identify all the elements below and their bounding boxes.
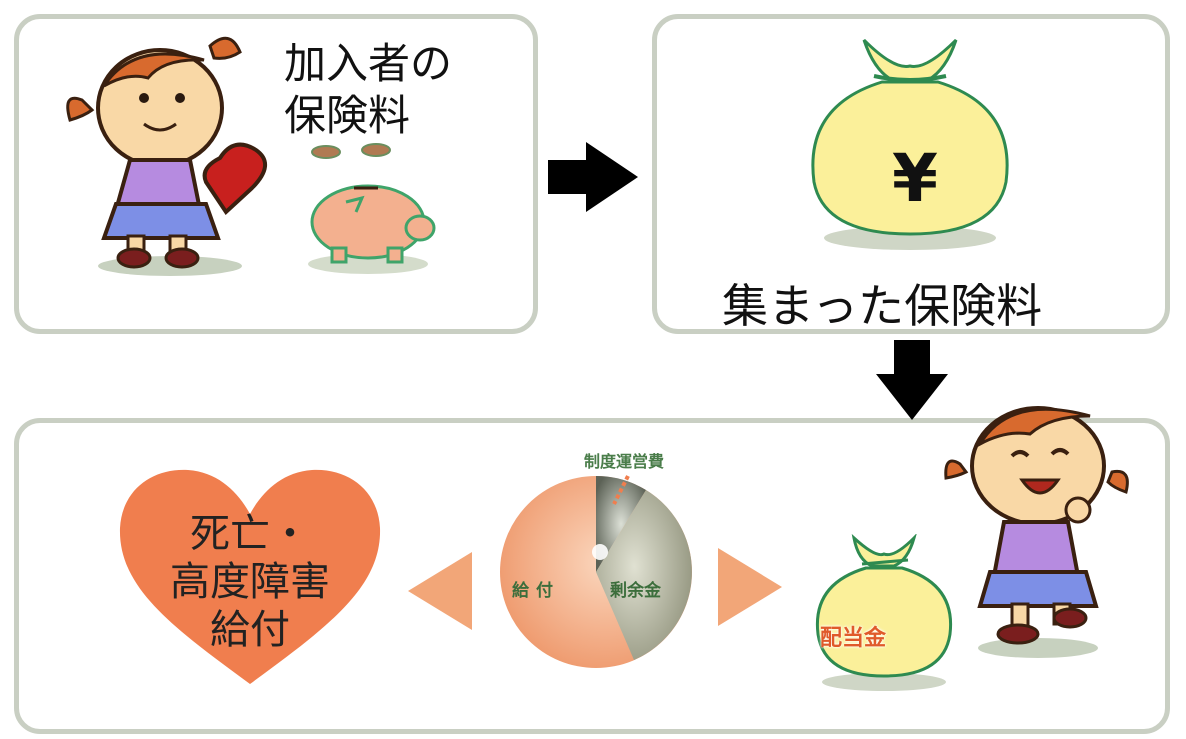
dividend-money-bag-icon — [815, 534, 953, 691]
pooled-premium-label: 集まった保険料 — [722, 279, 1043, 333]
cheering-girl-illustration — [944, 406, 1129, 658]
surplus-slice — [596, 490, 692, 660]
contribution-label: 加入者の 保険料 — [284, 38, 452, 142]
contribution-panel — [14, 14, 538, 334]
benefit-label-line3: 給付 — [210, 607, 290, 653]
down-arrow-icon — [876, 340, 948, 420]
expense-label: 制度運営費 — [584, 452, 665, 471]
left-triangle-icon — [408, 552, 472, 630]
contribution-label-line2: 保険料 — [284, 91, 411, 140]
benefit-label-line1: 死亡・ — [190, 511, 310, 557]
money-bag-icon — [811, 38, 1009, 250]
girl-with-heart-illustration — [66, 36, 267, 276]
surplus-slice-label: 剰余金 — [610, 581, 661, 601]
heart-icon — [119, 469, 381, 684]
expense-slice — [596, 475, 646, 572]
benefit-slice-label: 給付 — [512, 581, 560, 601]
contribution-label-line1: 加入者の — [284, 39, 453, 88]
allocation-pie — [500, 475, 692, 668]
yen-symbol: ¥ — [892, 140, 938, 217]
right-triangle-icon — [718, 548, 782, 626]
piggy-bank-icon — [308, 143, 436, 274]
right-arrow-icon — [548, 142, 638, 212]
dividend-label: 配当金 — [820, 626, 887, 651]
benefit-label-line2: 高度障害 — [170, 559, 330, 605]
death-disability-benefit-label: 死亡・ 高度障害 給付 — [150, 510, 350, 654]
